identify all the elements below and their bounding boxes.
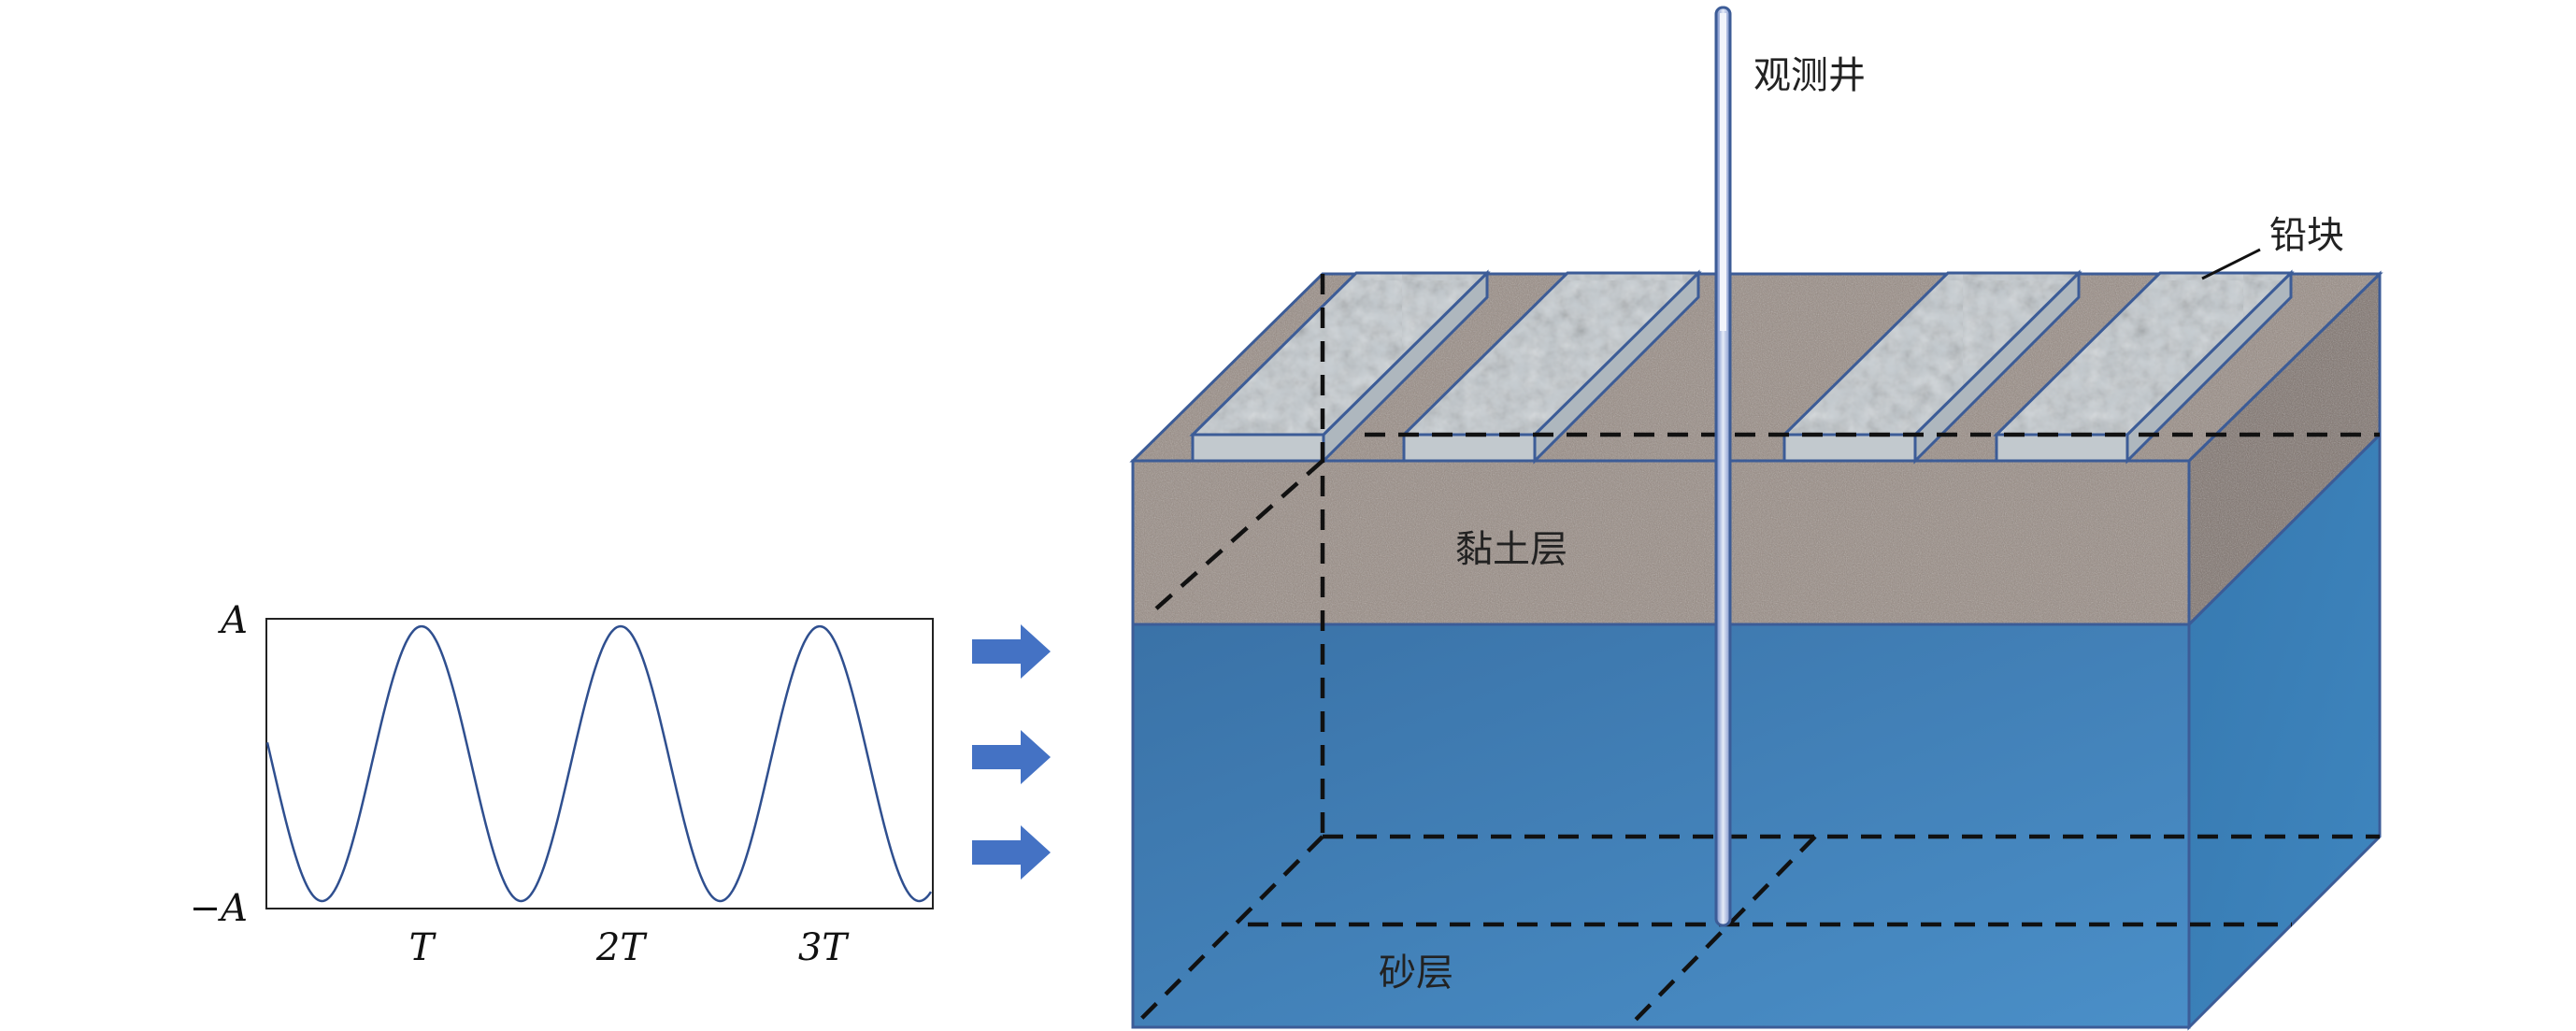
clay-layer-front xyxy=(1131,459,2191,626)
clay-layer-label: 黏土层 xyxy=(1455,528,1567,571)
lead-blocks xyxy=(1189,269,2295,465)
hidden-edges xyxy=(1131,274,2380,1029)
sand-layer-front xyxy=(1131,623,2191,1029)
well-pipe-upper-highlight xyxy=(1720,13,1726,331)
soil-block: 观测井 铅块 黏土层 砂层 xyxy=(1129,6,2383,1031)
y-axis-top-label: A xyxy=(217,599,248,642)
lead-block xyxy=(1781,269,2082,465)
wave-chart-frame xyxy=(265,618,934,909)
arrow-right-icon xyxy=(972,624,1051,679)
x-tick-label-3t: 3T xyxy=(798,926,850,969)
well-label: 观测井 xyxy=(1753,54,1866,97)
well-pipe xyxy=(1714,6,1732,927)
lead-block-label: 铅块 xyxy=(2269,214,2344,257)
y-axis-bottom-label: −A xyxy=(190,887,248,930)
sine-wave xyxy=(265,624,933,903)
wave-chart: A −A T 2T 3T xyxy=(190,599,934,969)
arrow-right-icon xyxy=(972,730,1051,784)
observation-well xyxy=(1714,6,1732,927)
sand-layer-label: 砂层 xyxy=(1379,952,1453,995)
x-tick-label-t: T xyxy=(409,926,437,969)
lead-block-leader-line xyxy=(2201,248,2261,280)
x-tick-label-2t: 2T xyxy=(595,926,648,969)
arrow-right-icon xyxy=(972,825,1051,880)
wave-input-arrows xyxy=(972,624,1051,880)
lead-block xyxy=(1400,269,1702,465)
